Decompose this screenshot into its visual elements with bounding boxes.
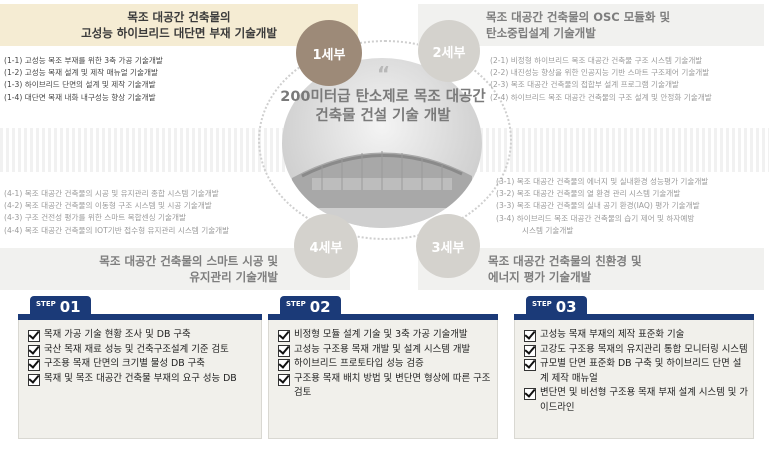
subproject-4-task: (4-3) 구조 건전성 평가를 위한 스마트 복합센싱 기술개발: [4, 213, 186, 223]
subproject-4-title-line-1: 목조 대공간 건축물의 스마트 시공 및: [99, 254, 278, 268]
badge-subproject-3: 3세부: [416, 214, 480, 278]
check-icon: [278, 359, 290, 372]
step-item-text: 고강도 구조용 목재의 유지관리 통합 모니터링 시스템: [540, 343, 748, 355]
subproject-3-task: (3-1) 목조 대공간 건축물의 에너지 및 실내환경 성능평가 기술개발: [496, 177, 709, 186]
subproject-4-task: (4-2) 목조 대공간 건축물의 이동형 구조 시스템 및 시공 기술개발: [4, 201, 212, 211]
step-01-items: 목재 가공 기술 현황 조사 및 DB 구축 국산 목재 재료 성능 및 건축구…: [28, 328, 256, 386]
step-label: STEP: [286, 300, 306, 308]
check-icon: [28, 344, 40, 357]
subproject-2-task-list: (2-1) 비정형 하이브리드 목조 대공간 건축물 구조 시스템 기술개발 (…: [490, 55, 712, 104]
subproject-3-task-list: (3-1) 목조 대공간 건축물의 에너지 및 실내환경 성능평가 기술개발 (…: [496, 176, 708, 237]
subproject-4-title-line-2: 유지관리 기술개발: [189, 270, 278, 284]
step-03-body: [514, 320, 754, 439]
badge-subproject-2: 2세부: [418, 20, 480, 82]
step-item: 비정형 모듈 설계 기술 및 3축 가공 기술개발: [278, 328, 492, 343]
step-item-text: 고성능 목재 부재의 제작 표준화 기술: [540, 329, 685, 340]
step-item-text: 목재 가공 기술 현황 조사 및 DB 구축: [44, 329, 191, 340]
subproject-2-title-line-1: 목조 대공간 건축물의 OSC 모듈화 및: [486, 10, 671, 24]
step-item-text: 구조용 목재 배치 방법 및 변단면 형상에 따른 구조 검토: [294, 372, 491, 399]
check-icon: [28, 330, 40, 342]
subproject-2-task: (2-1) 비정형 하이브리드 목조 대공간 건축물 구조 시스템 기술개발: [490, 56, 703, 65]
step-01-tab: STEP 01: [30, 296, 91, 318]
check-icon: [278, 344, 290, 357]
step-item-text: 국산 목재 재료 성능 및 건축구조설계 기준 검토: [44, 343, 229, 355]
subproject-3-title-line-2: 에너지 평가 기술개발: [488, 270, 592, 284]
subproject-3-task: (3-2) 목조 대공간 건축물의 열 환경 관리 시스템 기술개발: [496, 189, 681, 199]
step-01-body: [18, 320, 262, 439]
step-item: 고성능 구조용 목재 개발 및 설계 시스템 개발: [278, 343, 492, 358]
step-item: 구조용 목재 단면의 크기별 물성 DB 구축: [28, 357, 256, 372]
subproject-1-title-line-2: 고성능 하이브리드 대단면 부재 기술개발: [81, 26, 277, 40]
step-02-bar: [268, 314, 498, 320]
subproject-4-task: (4-1) 목조 대공간 건축물의 시공 및 유지관리 종합 시스템 기술개발: [4, 189, 219, 198]
central-title-line-1: 200미터급 탄소제로 목조 대공간: [280, 89, 486, 105]
subproject-4-task: (4-4) 목조 대공간 건축물의 IOT기반 접수형 유지관리 시스템 기술개…: [4, 225, 230, 235]
subproject-2-task: (2-3) 목조 대공간 건축물의 접합부 설계 프로그램 기술개발: [490, 80, 679, 90]
dotted-ring: [258, 40, 512, 240]
step-item-text: 비정형 모듈 설계 기술 및 3축 가공 기술개발: [294, 329, 468, 340]
check-icon: [524, 388, 536, 401]
subproject-3-title-line-1: 목조 대공간 건축물의 친환경 및: [488, 254, 642, 268]
step-02-tab: STEP 02: [280, 296, 341, 318]
step-item-text: 변단면 및 비선형 구조용 목재 부재 설계 시스템 및 가이드라인: [540, 387, 748, 413]
step-item: 고강도 구조용 목재의 유지관리 통합 모니터링 시스템: [524, 343, 748, 358]
step-item: 국산 목재 재료 성능 및 건축구조설계 기준 검토: [28, 343, 256, 358]
step-02-panel: STEP 02 비정형 모듈 설계 기술 및 3축 가공 기술개발 고성능 구조…: [268, 296, 498, 439]
step-03-items: 고성능 목재 부재의 제작 표준화 기술 고강도 구조용 목재의 유지관리 통합…: [524, 328, 748, 416]
step-label: STEP: [532, 300, 552, 308]
step-03-panel: STEP 03 고성능 목재 부재의 제작 표준화 기술 고강도 구조용 목재의…: [514, 296, 754, 439]
step-number: 01: [59, 298, 81, 316]
check-icon: [28, 373, 40, 386]
subproject-1-task: (1-2) 고성능 목재 설계 및 제작 매뉴얼 기술개발: [4, 68, 158, 78]
check-icon: [524, 344, 536, 357]
step-item: 하이브리드 프로토타입 성능 검증: [278, 357, 492, 372]
central-project-title: 200미터급 탄소제로 목조 대공간 건축물 건설 기술 개발: [272, 88, 494, 126]
step-03-bar: [514, 314, 754, 320]
subproject-4-title: 목조 대공간 건축물의 스마트 시공 및 유지관리 기술개발: [0, 248, 350, 290]
subproject-1-task: (1-4) 대단면 목재 내화 내구성능 향상 기술개발: [4, 92, 156, 102]
subproject-4-task-list: (4-1) 목조 대공간 건축물의 시공 및 유지관리 종합 시스템 기술개발 …: [4, 188, 229, 237]
subproject-3-task: 시스템 기술개발: [522, 225, 574, 235]
subproject-2-title-line-2: 탄소중립설계 기술개발: [486, 26, 596, 40]
subproject-1-task-list: (1-1) 고성능 목조 부재를 위한 3축 가공 기술개발 (1-2) 고성능…: [4, 55, 163, 104]
subproject-2-task: (2-2) 내진성능 향상을 위한 인공지능 기반 스마트 구조제어 기술개발: [490, 68, 710, 78]
check-icon: [278, 373, 290, 386]
step-item-text: 하이브리드 프로토타입 성능 검증: [294, 358, 424, 370]
subproject-1-task: (1-1) 고성능 목조 부재를 위한 3축 가공 기술개발: [4, 56, 163, 65]
step-item-text: 고성능 구조용 목재 개발 및 설계 시스템 개발: [294, 343, 471, 355]
badge-subproject-4: 4세부: [294, 214, 358, 278]
step-item: 규모별 단면 표준화 DB 구축 및 하이브리드 단면 설계 제작 매뉴얼: [524, 357, 748, 386]
step-item: 목재 가공 기술 현황 조사 및 DB 구축: [28, 328, 256, 343]
step-item: 구조용 목재 배치 방법 및 변단면 형상에 따른 구조 검토: [278, 372, 492, 401]
step-item: 변단면 및 비선형 구조용 목재 부재 설계 시스템 및 가이드라인: [524, 386, 748, 415]
subproject-3-task: (3-3) 목조 대공간 건축물의 실내 공기 환경(IAQ) 평가 기술개발: [496, 201, 700, 211]
check-icon: [278, 330, 290, 342]
step-item-text: 구조용 목재 단면의 크기별 물성 DB 구축: [44, 358, 205, 370]
subproject-1-title-line-1: 목조 대공간 건축물의: [127, 10, 231, 24]
subproject-2-task: (2-4) 하이브리드 목조 대공간 건축물의 구조 설계 및 안정화 기술개발: [490, 92, 712, 102]
step-item-text: 규모별 단면 표준화 DB 구축 및 하이브리드 단면 설계 제작 매뉴얼: [540, 358, 742, 384]
badge-subproject-1: 1세부: [296, 20, 362, 86]
subproject-3-task: (3-4) 하이브리드 목조 대공간 건축물의 습기 제어 및 하자예방: [496, 213, 695, 223]
step-01-panel: STEP 01 목재 가공 기술 현황 조사 및 DB 구축 국산 목재 재료 …: [18, 296, 262, 439]
step-03-tab: STEP 03: [526, 296, 587, 318]
step-item-text: 목재 및 목조 대공간 건축물 부재의 요구 성능 DB: [44, 372, 237, 384]
check-icon: [524, 330, 536, 342]
step-item: 목재 및 목조 대공간 건축물 부재의 요구 성능 DB: [28, 372, 256, 387]
check-icon: [28, 359, 40, 372]
step-02-body: [268, 320, 498, 439]
step-02-items: 비정형 모듈 설계 기술 및 3축 가공 기술개발 고성능 구조용 목재 개발 …: [278, 328, 492, 401]
subproject-1-task: (1-3) 하이브리드 단면의 설계 및 제작 기술개발: [4, 80, 156, 90]
step-01-bar: [18, 314, 262, 320]
central-title-line-2: 건축물 건설 기술 개발: [315, 108, 451, 124]
quote-mark-icon: “: [377, 62, 391, 86]
step-number: 02: [309, 298, 331, 316]
step-number: 03: [555, 298, 577, 316]
check-icon: [524, 359, 536, 372]
step-label: STEP: [36, 300, 56, 308]
step-item: 고성능 목재 부재의 제작 표준화 기술: [524, 328, 748, 343]
